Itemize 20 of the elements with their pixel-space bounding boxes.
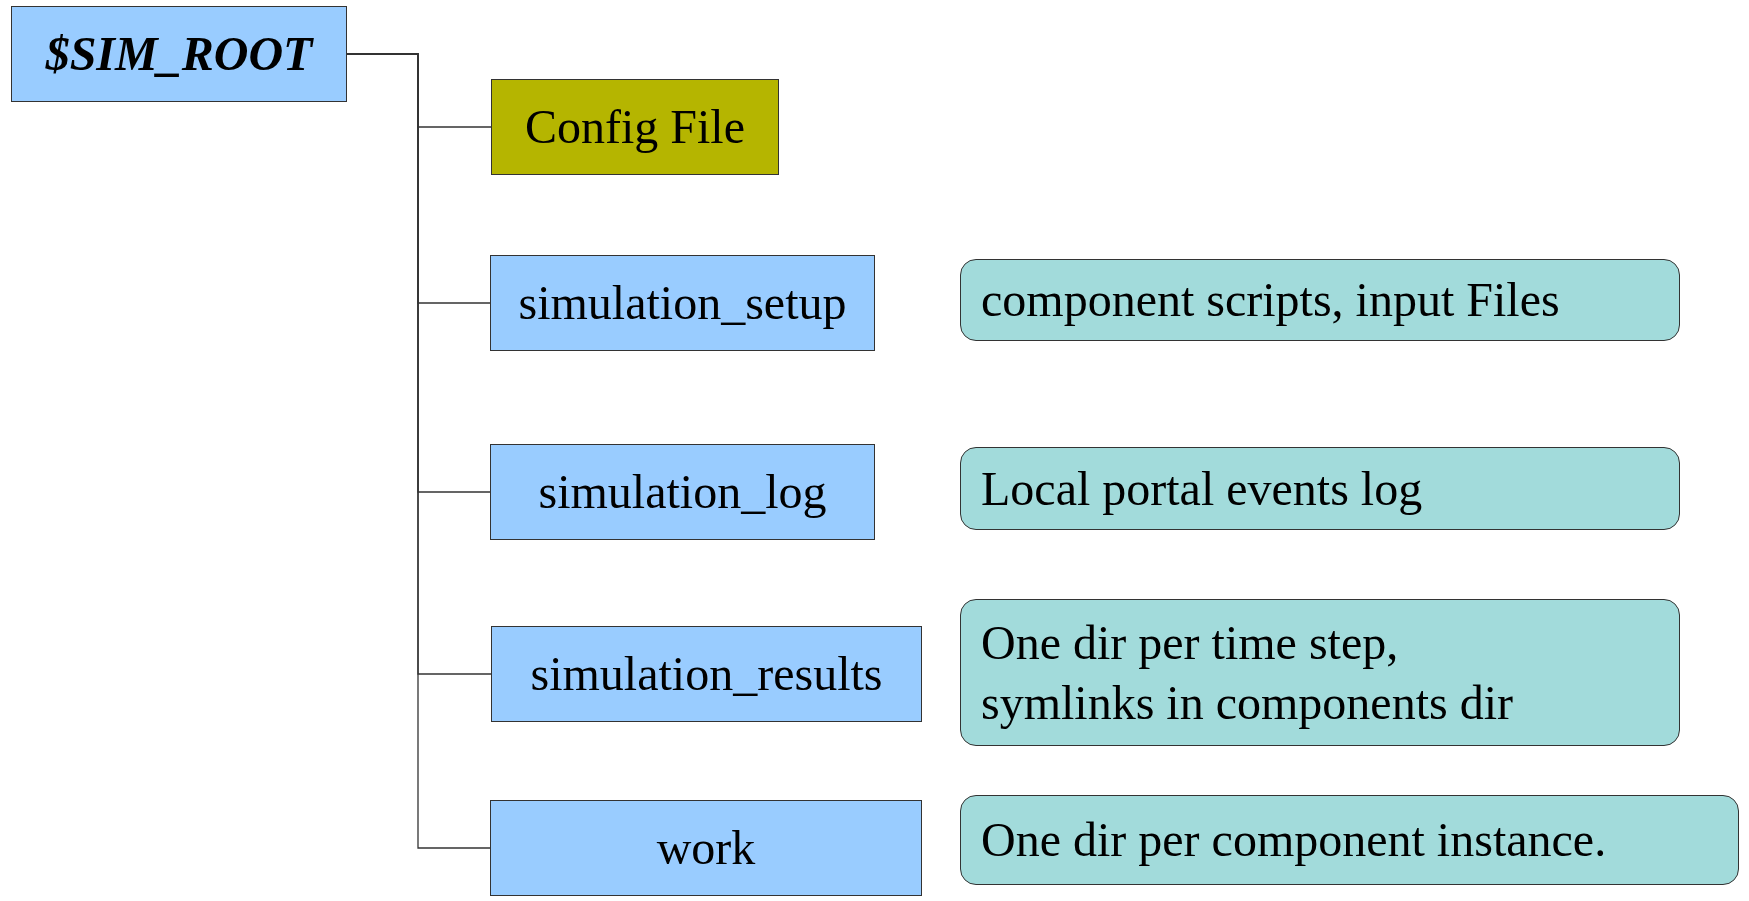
- folder-box: [491, 626, 922, 722]
- node-label: work: [656, 820, 756, 876]
- root-folder-box: [11, 6, 347, 102]
- description-box: [960, 795, 1739, 885]
- folder-box: [490, 800, 922, 896]
- file-box: [491, 79, 779, 175]
- node-label: simulation_log: [538, 464, 827, 520]
- node-label: One dir per component instance.: [981, 812, 1607, 868]
- node-label: simulation_setup: [518, 275, 847, 331]
- node-label: component scripts, input Files: [981, 272, 1560, 328]
- folder-box: [490, 255, 875, 351]
- description-box: [960, 599, 1680, 746]
- node-label: simulation_results: [530, 646, 883, 702]
- description-box: [960, 447, 1680, 530]
- description-box: [960, 259, 1680, 341]
- folder-box: [490, 444, 875, 540]
- node-label: Config File: [525, 99, 745, 155]
- node-label: Local portal events log: [981, 460, 1423, 517]
- node-label: One dir per time step, symlinks in components dir: [981, 614, 1514, 731]
- node-label: $SIM_ROOT: [45, 26, 313, 82]
